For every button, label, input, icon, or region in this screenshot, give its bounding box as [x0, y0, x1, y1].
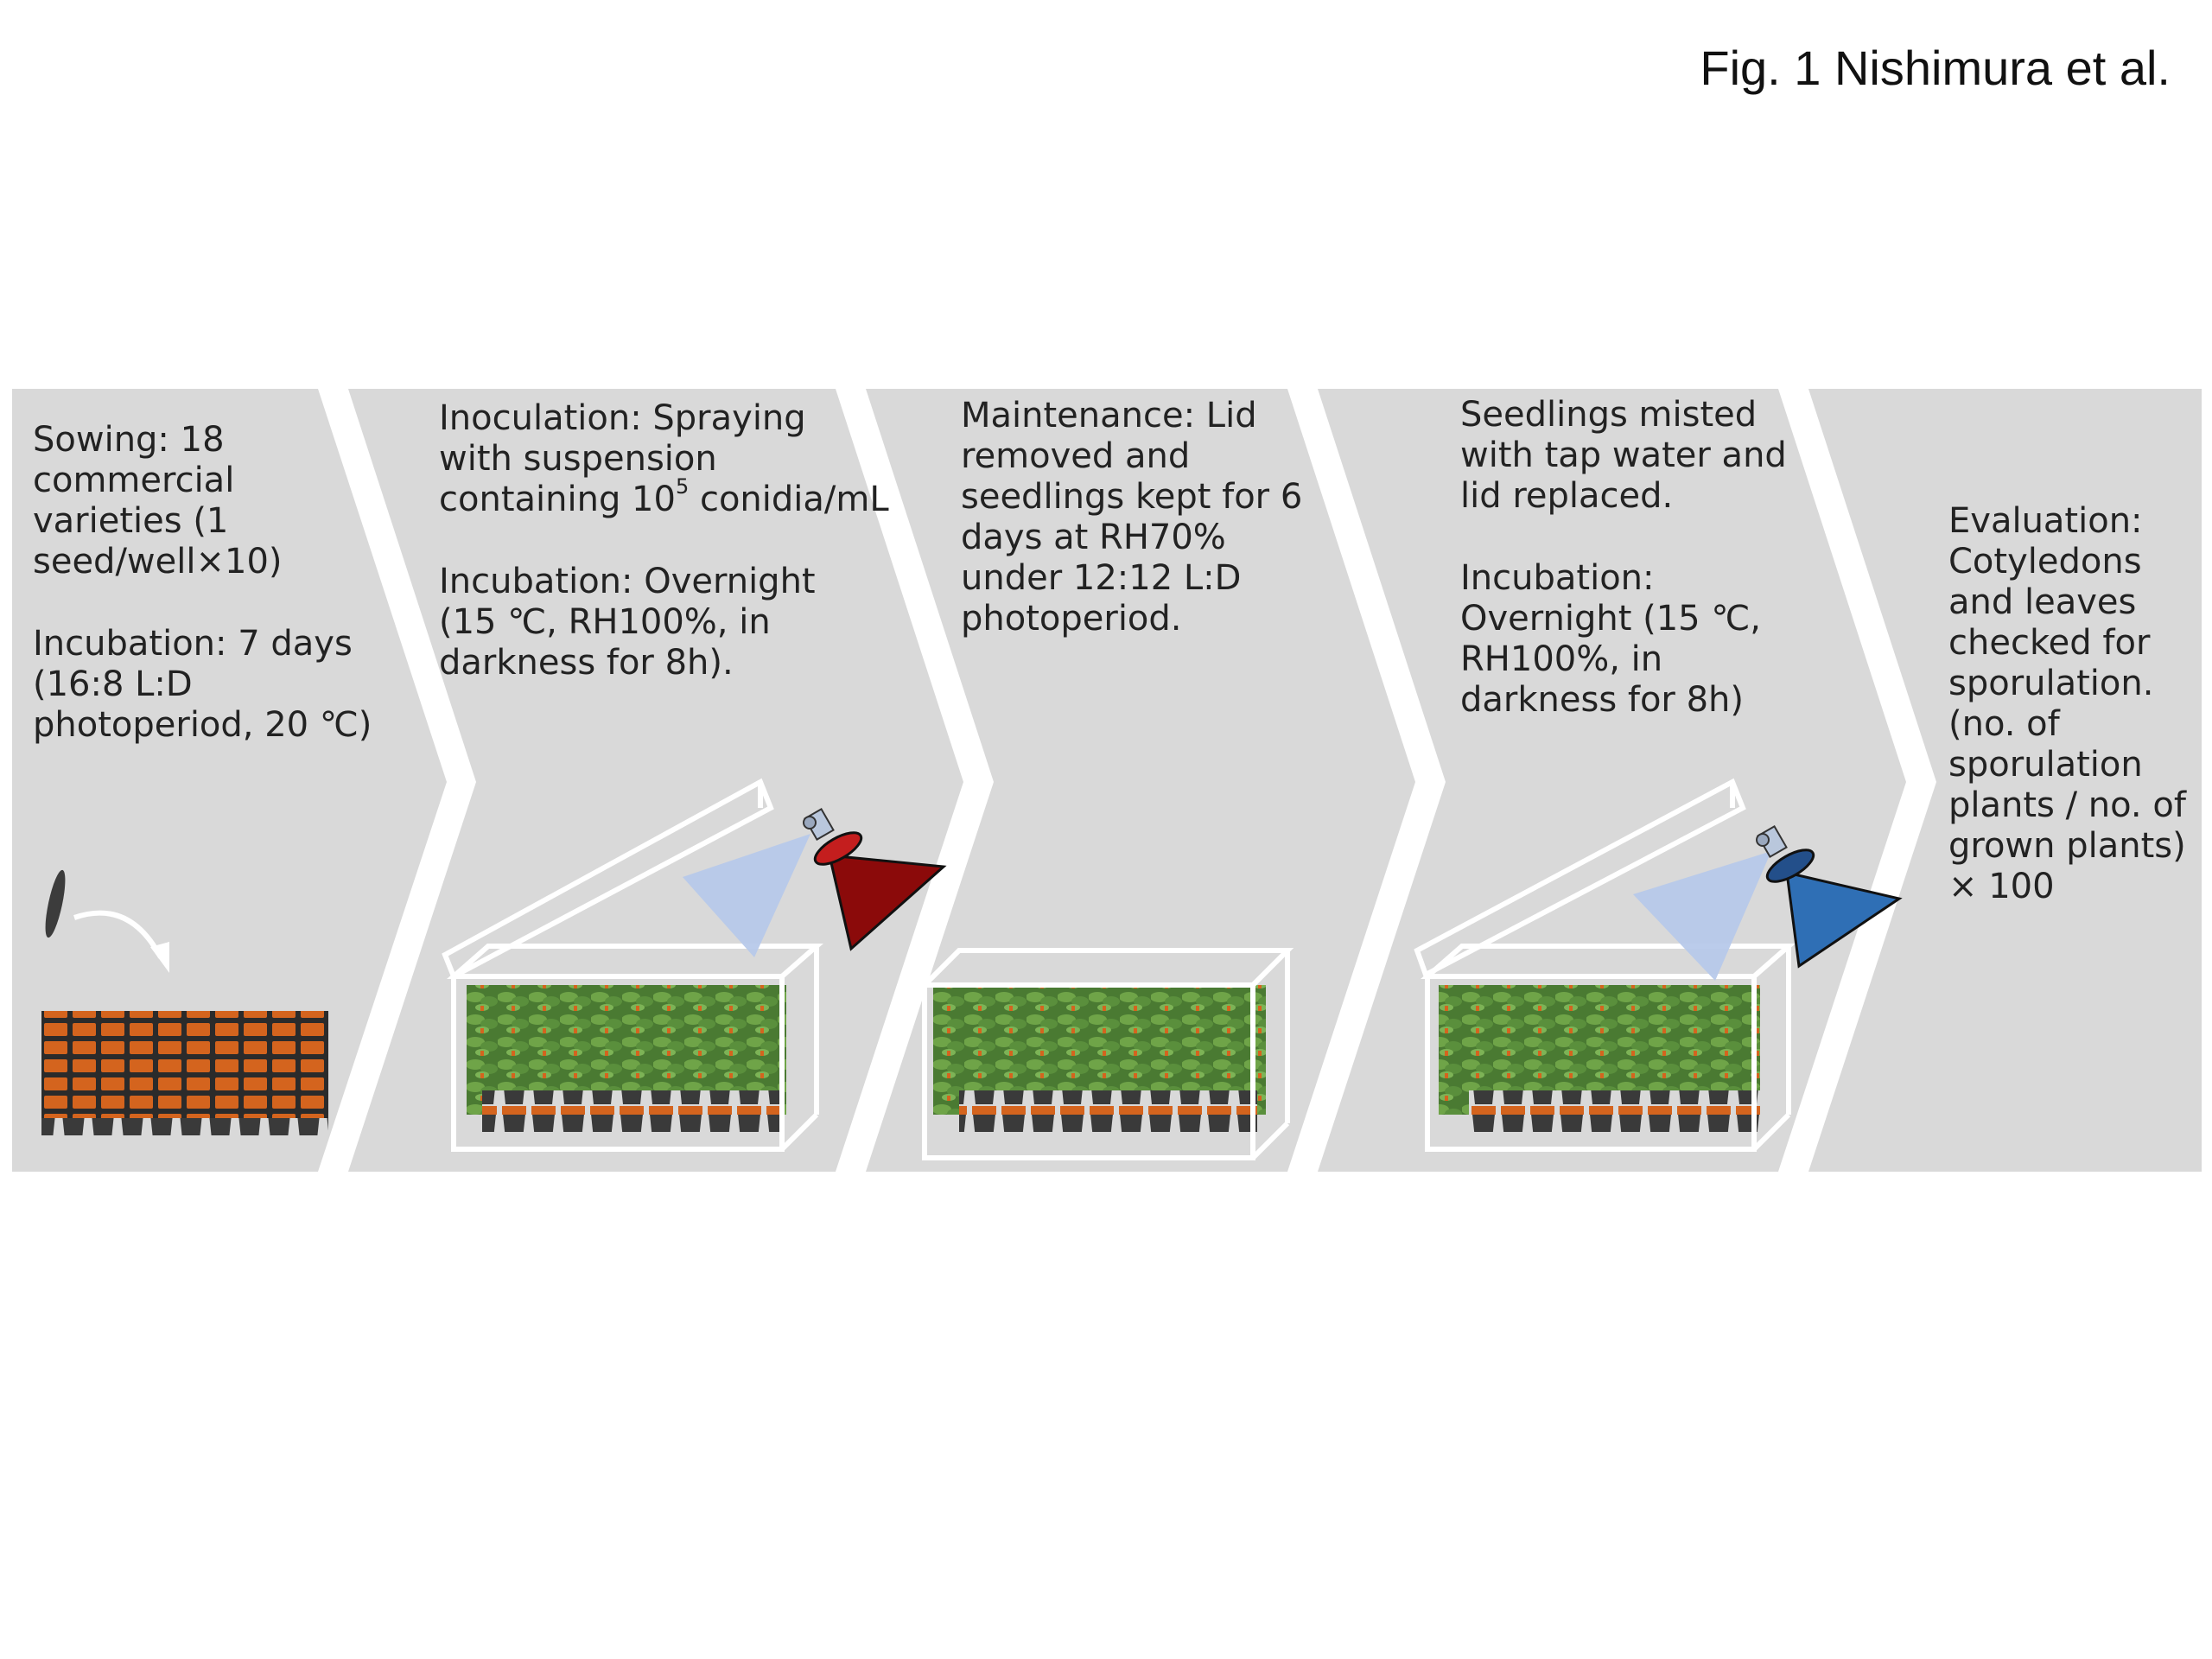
- transparent-box-icon: [442, 778, 823, 1152]
- step-panel-maintenance: [866, 389, 1415, 1172]
- transparent-box-icon-2: [1414, 778, 1796, 1152]
- seed-icon: [45, 869, 66, 938]
- step-1-paragraph-2: Incubation: 7 days (16:8 L:D photoperiod…: [33, 624, 372, 745]
- step-4-text: Seedlings misted with tap water and lid …: [1460, 395, 1787, 721]
- step-1-text: Sowing: 18 commercial varieties (1 seed/…: [33, 420, 372, 746]
- closed-box-icon: [918, 948, 1294, 1160]
- step-2-paragraph-1: Inoculation: Spraying with suspension co…: [439, 398, 889, 519]
- step-panels: [12, 389, 2202, 1172]
- step-5-text: Evaluation: Cotyledons and leaves checke…: [1948, 501, 2186, 907]
- step-2-paragraph-2: Incubation: Overnight (15 ℃, RH100%, in …: [439, 562, 816, 683]
- conidia-line: containing 105 conidia/mL: [439, 474, 889, 519]
- step-panel-sowing: [12, 389, 447, 1172]
- step-3-paragraph-1: Maintenance: Lid removed and seedlings k…: [961, 396, 1303, 639]
- step-2-text: Inoculation: Spraying with suspension co…: [439, 398, 889, 683]
- step-3-text: Maintenance: Lid removed and seedlings k…: [961, 396, 1302, 639]
- mister-icon: [1756, 825, 1903, 969]
- curved-arrow-icon: [73, 910, 169, 973]
- step-panel-evaluation: [1808, 389, 2202, 1172]
- spray-mist: [683, 834, 810, 957]
- step-5-paragraph-1: Evaluation: Cotyledons and leaves checke…: [1948, 501, 2186, 906]
- sprayer-icon: [803, 808, 947, 951]
- step-1-paragraph-1: Sowing: 18 commercial varieties (1 seed/…: [33, 420, 283, 582]
- seed-tray-icon: [41, 1011, 328, 1135]
- mist-spray: [1633, 851, 1771, 981]
- step-4-paragraph-1: Seedlings misted with tap water and lid …: [1460, 395, 1787, 516]
- figure-caption: Fig. 1 Nishimura et al.: [1700, 41, 2171, 95]
- step-4-paragraph-2: Incubation: Overnight (15 ℃, RH100%, in …: [1460, 558, 1761, 720]
